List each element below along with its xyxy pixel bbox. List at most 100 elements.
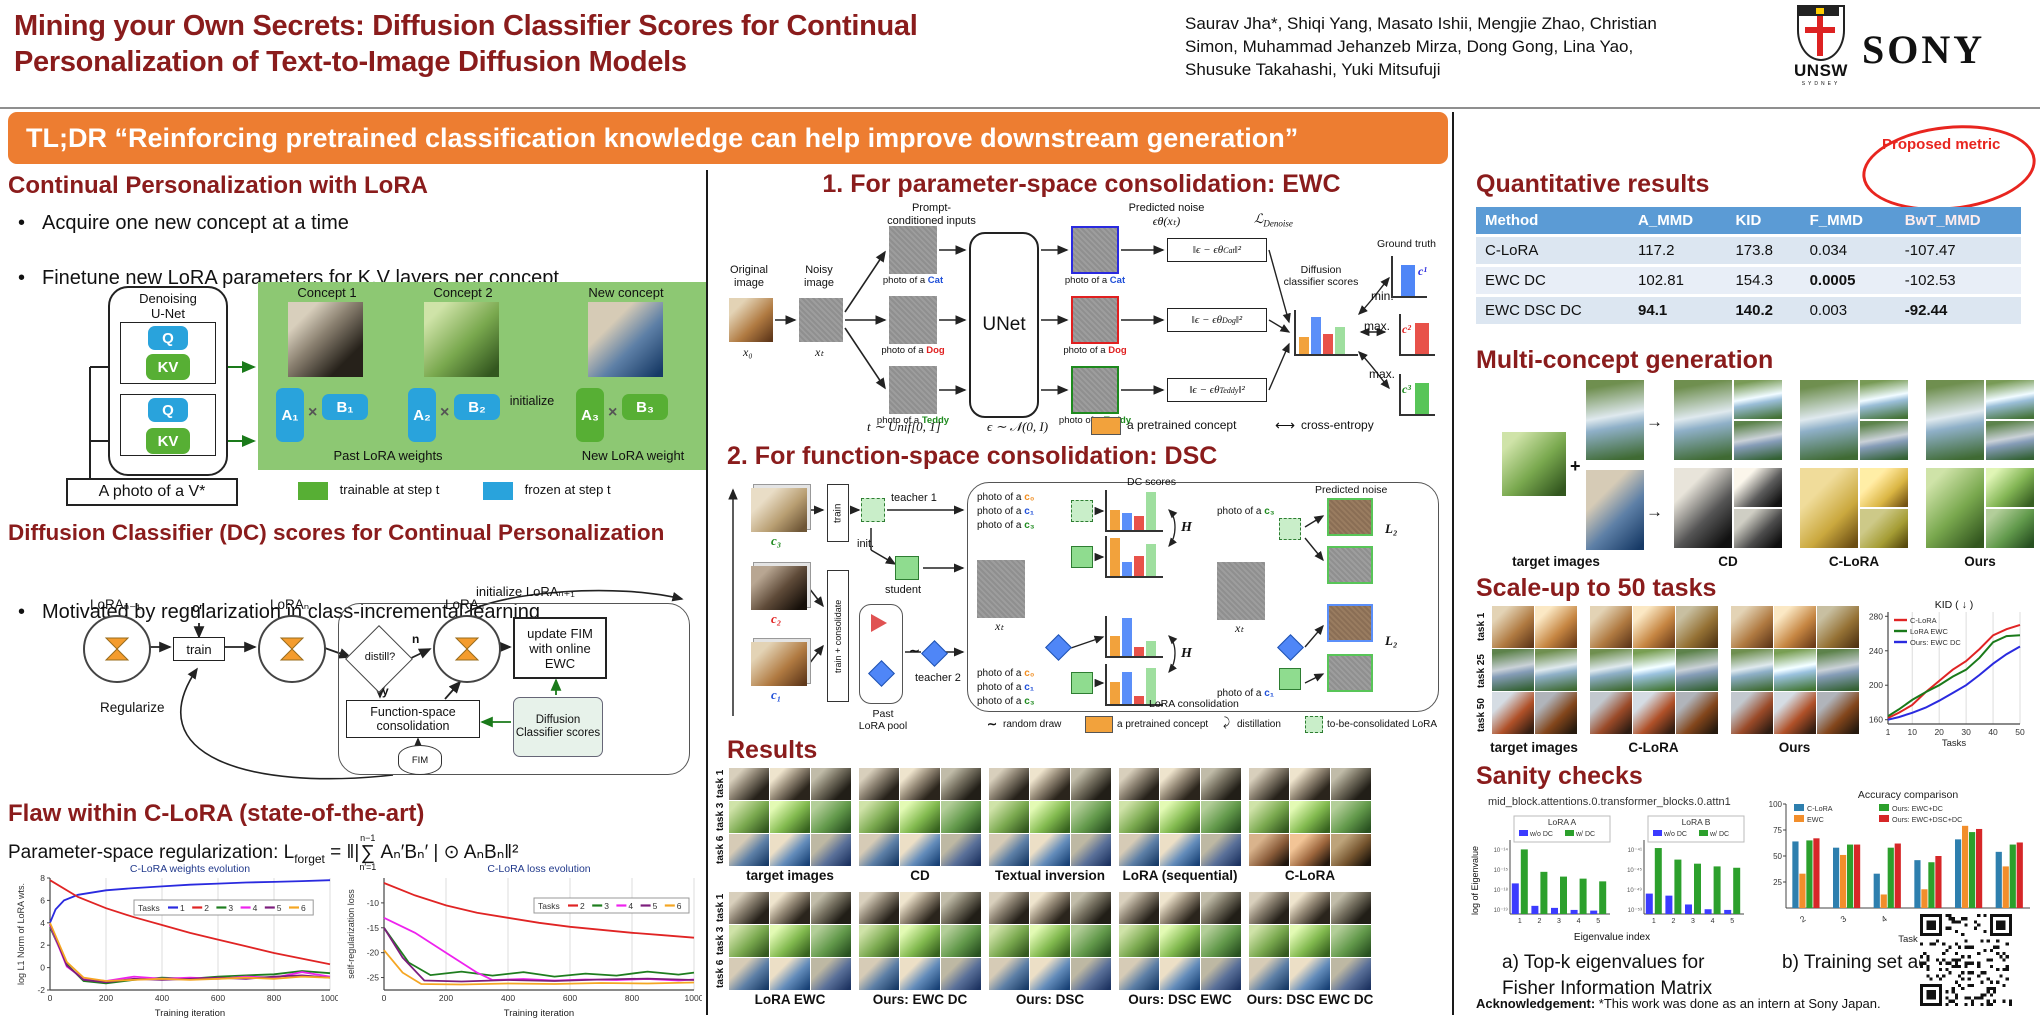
- svg-text:5: 5: [1730, 918, 1734, 925]
- frozen-swatch: [483, 482, 513, 500]
- svg-text:3: 3: [228, 903, 233, 913]
- generated-image-cell: [770, 834, 810, 866]
- svg-text:50: 50: [2015, 727, 2025, 737]
- eps-dist-label: ϵ ∼ 𝒩(0, I): [987, 419, 1049, 434]
- table-cell: -107.47: [1895, 237, 2021, 264]
- grid-caption: target images: [1512, 554, 1600, 569]
- xt-image: [977, 560, 1025, 618]
- generated-image-cell: [1201, 892, 1241, 924]
- generated-image-cell: [1731, 649, 1773, 691]
- initialize-next-label: initialize LoRAₙ₊₁: [476, 584, 575, 599]
- svg-text:KID ( ↓ ): KID ( ↓ ): [1935, 599, 1974, 611]
- task-row-label: task 1: [1476, 612, 1487, 642]
- svg-text:-15: -15: [367, 923, 380, 933]
- generated-image-cell: [1676, 649, 1718, 691]
- past-lora-label: Past LoRA weights: [333, 448, 443, 463]
- svg-text:5: 5: [1596, 918, 1600, 925]
- grid-caption: Ours: DSC EWC: [1128, 992, 1232, 1007]
- generated-image-cell: [1290, 958, 1330, 990]
- mini-bar: [1122, 562, 1132, 576]
- xt-label: xₜ: [995, 619, 1004, 633]
- times-sign: ×: [440, 404, 450, 421]
- train-consolidate-vbox: train + consolidate: [827, 570, 849, 702]
- generated-image-cell: [1030, 834, 1070, 866]
- image-grid: [1119, 892, 1241, 990]
- svg-text:2: 2: [580, 901, 585, 911]
- prompt-c0-b: photo of a c₀: [977, 668, 1035, 679]
- svg-text:log L1 Norm of LoRA wts.: log L1 Norm of LoRA wts.: [16, 883, 26, 985]
- generated-image-cell: [1030, 801, 1070, 833]
- lora-n2-label: LoRAₙ: [445, 597, 485, 612]
- generated-image-cell: [989, 958, 1029, 990]
- generated-image-cell: [1817, 692, 1859, 734]
- mini-bar: [1110, 538, 1120, 576]
- column-divider-1: [706, 170, 708, 1015]
- svg-text:10⁻⁴¹: 10⁻⁴¹: [1628, 847, 1642, 854]
- right-column: Quantitative results Proposed metric Met…: [1462, 117, 2040, 1020]
- column-divider-2: [1452, 112, 1454, 1015]
- mini-bar: [1323, 334, 1333, 354]
- pred-image-3: [1327, 604, 1373, 642]
- generated-image-cell: [729, 768, 769, 800]
- generated-image-cell: [1030, 892, 1070, 924]
- generated-image-cell: [1331, 801, 1371, 833]
- generated-image-cell: [989, 925, 1029, 957]
- unsw-shield-icon: [1797, 5, 1845, 61]
- svg-text:20: 20: [1934, 727, 1944, 737]
- generated-image-cell: [1633, 606, 1675, 648]
- section-dc-scores: Diffusion Classifier (DC) scores for Con…: [8, 520, 665, 545]
- eigen-xlabel: Eigenvalue index: [1573, 932, 1651, 943]
- ewc-diagram: Prompt-conditioned inputs Predicted nois…: [719, 202, 1444, 438]
- svg-text:5: 5: [277, 903, 282, 913]
- regularize-label: Regularize: [100, 700, 165, 715]
- kv-block: KV: [146, 428, 190, 454]
- section-flaw-clora: Flaw within C-LoRA (state-of-the-art): [8, 800, 425, 827]
- target-glasses-image: [1586, 470, 1644, 550]
- dc-flow-diagram: LoRAₙ₋₁ cⁿ train LoRAₙ initialize LoRAₙ₊…: [8, 584, 706, 793]
- grid-caption: Ours: DSC EWC DC: [1246, 992, 1374, 1007]
- generated-image-cell: [1590, 606, 1632, 648]
- svg-text:800: 800: [267, 993, 281, 1003]
- generated-image-cell: [770, 801, 810, 833]
- noisy-image: [799, 298, 843, 342]
- prompt-right-c1: photo of a c₁: [1217, 688, 1274, 699]
- new-lora-label: New LoRA weight: [581, 448, 685, 463]
- svg-text:4: 4: [40, 918, 45, 928]
- gt-chart-3: c³: [1399, 374, 1435, 416]
- svg-text:C-LoRA weights evolution: C-LoRA weights evolution: [130, 863, 250, 875]
- svg-text:160: 160: [1869, 715, 1883, 725]
- unsw-sub: SYDNEY: [1801, 81, 1841, 87]
- caption-a-line1: a) Top-k eigenvalues for: [1502, 952, 1705, 973]
- dsc-diagram: c₃ c₂ c₁ train teacher 1 init. student t…: [719, 476, 1444, 733]
- pred-image-4: [1327, 654, 1373, 692]
- lora-prev-node: [83, 615, 151, 683]
- table-cell: C-LoRA: [1476, 237, 1630, 264]
- image-grid: [1590, 606, 1718, 734]
- unet-label-1: Denoising: [139, 291, 197, 306]
- legend-pretrained: a pretrained concept: [1117, 719, 1209, 730]
- grid-caption: target images: [1490, 740, 1578, 755]
- svg-text:1000: 1000: [685, 993, 702, 1003]
- generated-image-cell: [1731, 692, 1773, 734]
- generated-image-cell: [1071, 892, 1111, 924]
- svg-text:5: 5: [653, 901, 658, 911]
- mini-bar: [1335, 326, 1345, 354]
- lora-n-node: [258, 615, 326, 683]
- mini-bar: [1134, 556, 1144, 576]
- generated-image-cell: [859, 801, 899, 833]
- pred-noise-teddy: [1071, 366, 1119, 414]
- mini-bar: [1146, 492, 1156, 530]
- svg-text:10⁻¹⁹: 10⁻¹⁹: [1494, 907, 1509, 914]
- section-multi-concept: Multi-concept generation: [1476, 346, 1774, 374]
- image-grid: [859, 768, 981, 866]
- svg-text:1: 1: [1518, 918, 1522, 925]
- xt-label: xₜ: [815, 345, 824, 359]
- caption-teddy: photo of a Teddy: [876, 415, 950, 426]
- svg-text:Tasks: Tasks: [138, 903, 160, 913]
- task-row-label: task 1: [715, 769, 726, 799]
- unet-label-2: U-Net: [151, 306, 185, 321]
- legend-pretrained-swatch: [1085, 716, 1113, 733]
